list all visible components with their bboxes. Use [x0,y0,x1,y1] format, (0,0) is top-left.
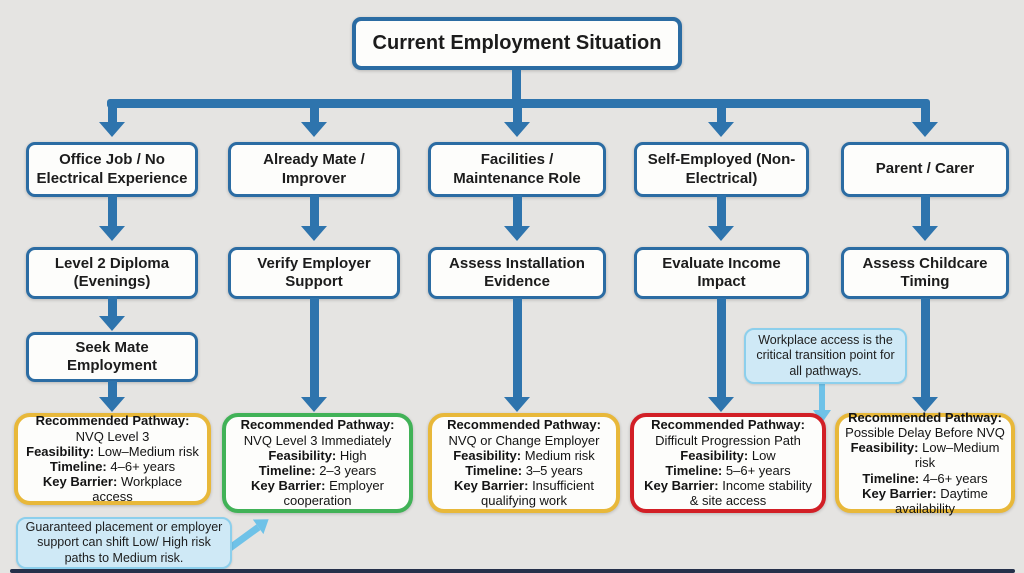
step-label: Already Mate / Improver [263,151,365,187]
feasibility-label: Feasibility: [850,440,919,456]
barrier-value: Income stability & site access [689,478,812,509]
barrier-value: Workplace access [92,474,183,505]
pathway-name: Difficult Progression Path [655,432,801,448]
step-box-office-job: Office Job / No Electrical Experience [26,142,198,197]
step-label: Level 2 Diploma (Evenings) [54,254,170,290]
feasibility-value: Low [751,447,776,463]
callout-guaranteed-placement: Guaranteed placement or employer support… [16,517,232,569]
feasibility-label: Feasibility: [453,447,522,463]
timeline-label: Timeline: [258,463,316,478]
step-label: Assess Installation Evidence [449,254,585,290]
timeline-value: 3–5 years [525,463,583,478]
pathway-box-self-employed: Recommended Pathway: Difficult Progressi… [630,413,826,513]
pathway-name: NVQ or Change Employer [448,432,600,448]
barrier-value: Employer cooperation [283,478,384,509]
callout-text: Guaranteed placement or employer support… [25,519,223,565]
flow-arrow-down-icon [301,298,327,412]
flow-arrow-down-icon [301,195,327,241]
pathway-heading: Recommended Pathway: [35,413,190,429]
step-box-already-mate: Already Mate / Improver [228,142,400,197]
step-label: Verify Employer Support [257,254,371,290]
flow-arrow-down-icon [99,195,125,241]
step-box-assess-childcare: Assess Childcare Timing [841,247,1009,299]
timeline-label: Timeline: [862,470,920,486]
feasibility-label: Feasibility: [680,447,749,463]
step-box-assess-installation: Assess Installation Evidence [428,247,606,299]
barrier-label: Key Barrier: [251,478,326,494]
barrier-label: Key Barrier: [644,478,719,494]
step-box-parent-carer: Parent / Carer [841,142,1009,197]
barrier-value: Insufficient qualifying work [481,478,594,509]
feasibility-value: Low–Medium risk [97,443,199,459]
barrier-label: Key Barrier: [862,485,937,501]
step-box-evaluate-income: Evaluate Income Impact [634,247,809,299]
step-label: Office Job / No Electrical Experience [36,151,188,187]
timeline-label: Timeline: [49,459,107,474]
timeline-value: 4–6+ years [922,470,988,486]
flow-arrow-down-icon [912,104,938,137]
pathway-heading: Recommended Pathway: [447,417,601,433]
barrier-label: Key Barrier: [454,478,529,494]
pathway-box-already-mate: Recommended Pathway: NVQ Level 3 Immedia… [222,413,413,513]
step-label: Assess Childcare Timing [862,254,988,290]
flow-arrow-down-icon [504,298,530,412]
barrier-value: Daytime availability [895,485,988,517]
callout-text: Workplace access is the critical transit… [756,332,895,378]
pathway-heading: Recommended Pathway: [848,409,1002,425]
callout-workplace-access: Workplace access is the critical transit… [744,328,907,384]
pathway-heading: Recommended Pathway: [651,417,805,433]
connector-horizontal-line [107,99,930,108]
feasibility-value: Low–Medium risk [914,440,1000,471]
flow-arrow-down-icon [912,195,938,241]
pathway-box-parent-carer: Recommended Pathway: Possible Delay Befo… [835,409,1015,517]
flow-arrow-down-icon [912,298,938,412]
flow-arrow-down-icon [99,381,125,412]
flow-arrow-down-icon [708,195,734,241]
title-box: Current Employment Situation [352,17,682,70]
flow-arrow-down-icon [504,195,530,241]
feasibility-label: Feasibility: [26,443,95,459]
step-label: Self-Employed (Non-Electrical) [647,151,796,187]
bottom-divider-bar [10,569,1015,573]
step-box-facilities: Facilities / Maintenance Role [428,142,606,197]
step-box-level2-diploma: Level 2 Diploma (Evenings) [26,247,198,299]
step-box-seek-mate: Seek Mate Employment [26,332,198,382]
flow-arrow-down-icon [708,104,734,137]
pathway-name: NVQ Level 3 [75,428,150,444]
pathway-heading: Recommended Pathway: [240,417,395,433]
step-label: Parent / Carer [875,160,975,178]
page-title: Current Employment Situation [372,32,662,54]
timeline-label: Timeline: [465,463,523,478]
feasibility-label: Feasibility: [268,447,337,463]
timeline-label: Timeline: [665,463,723,478]
flow-arrow-down-icon [504,104,530,137]
flow-arrow-down-icon [708,298,734,412]
flow-arrow-down-icon [301,104,327,137]
timeline-value: 5–6+ years [725,463,791,478]
feasibility-value: Medium risk [524,447,595,463]
barrier-label: Key Barrier: [42,474,118,490]
timeline-value: 4–6+ years [110,459,176,474]
step-box-self-employed: Self-Employed (Non-Electrical) [634,142,809,197]
pathway-box-facilities: Recommended Pathway: NVQ or Change Emplo… [428,413,620,513]
timeline-value: 2–3 years [319,463,377,478]
step-label: Facilities / Maintenance Role [453,151,581,187]
pathway-box-office-job: Recommended Pathway: NVQ Level 3 Feasibi… [14,413,211,505]
step-label: Seek Mate Employment [66,338,157,374]
step-box-verify-employer: Verify Employer Support [228,247,400,299]
flow-arrow-down-icon [99,296,125,331]
pathway-name: NVQ Level 3 Immediately [243,432,392,448]
flow-arrow-down-icon [99,104,125,137]
step-label: Evaluate Income Impact [662,254,781,290]
connector-stem-line [512,70,521,101]
feasibility-value: High [339,447,367,463]
pathway-name: Possible Delay Before NVQ [845,425,1005,440]
